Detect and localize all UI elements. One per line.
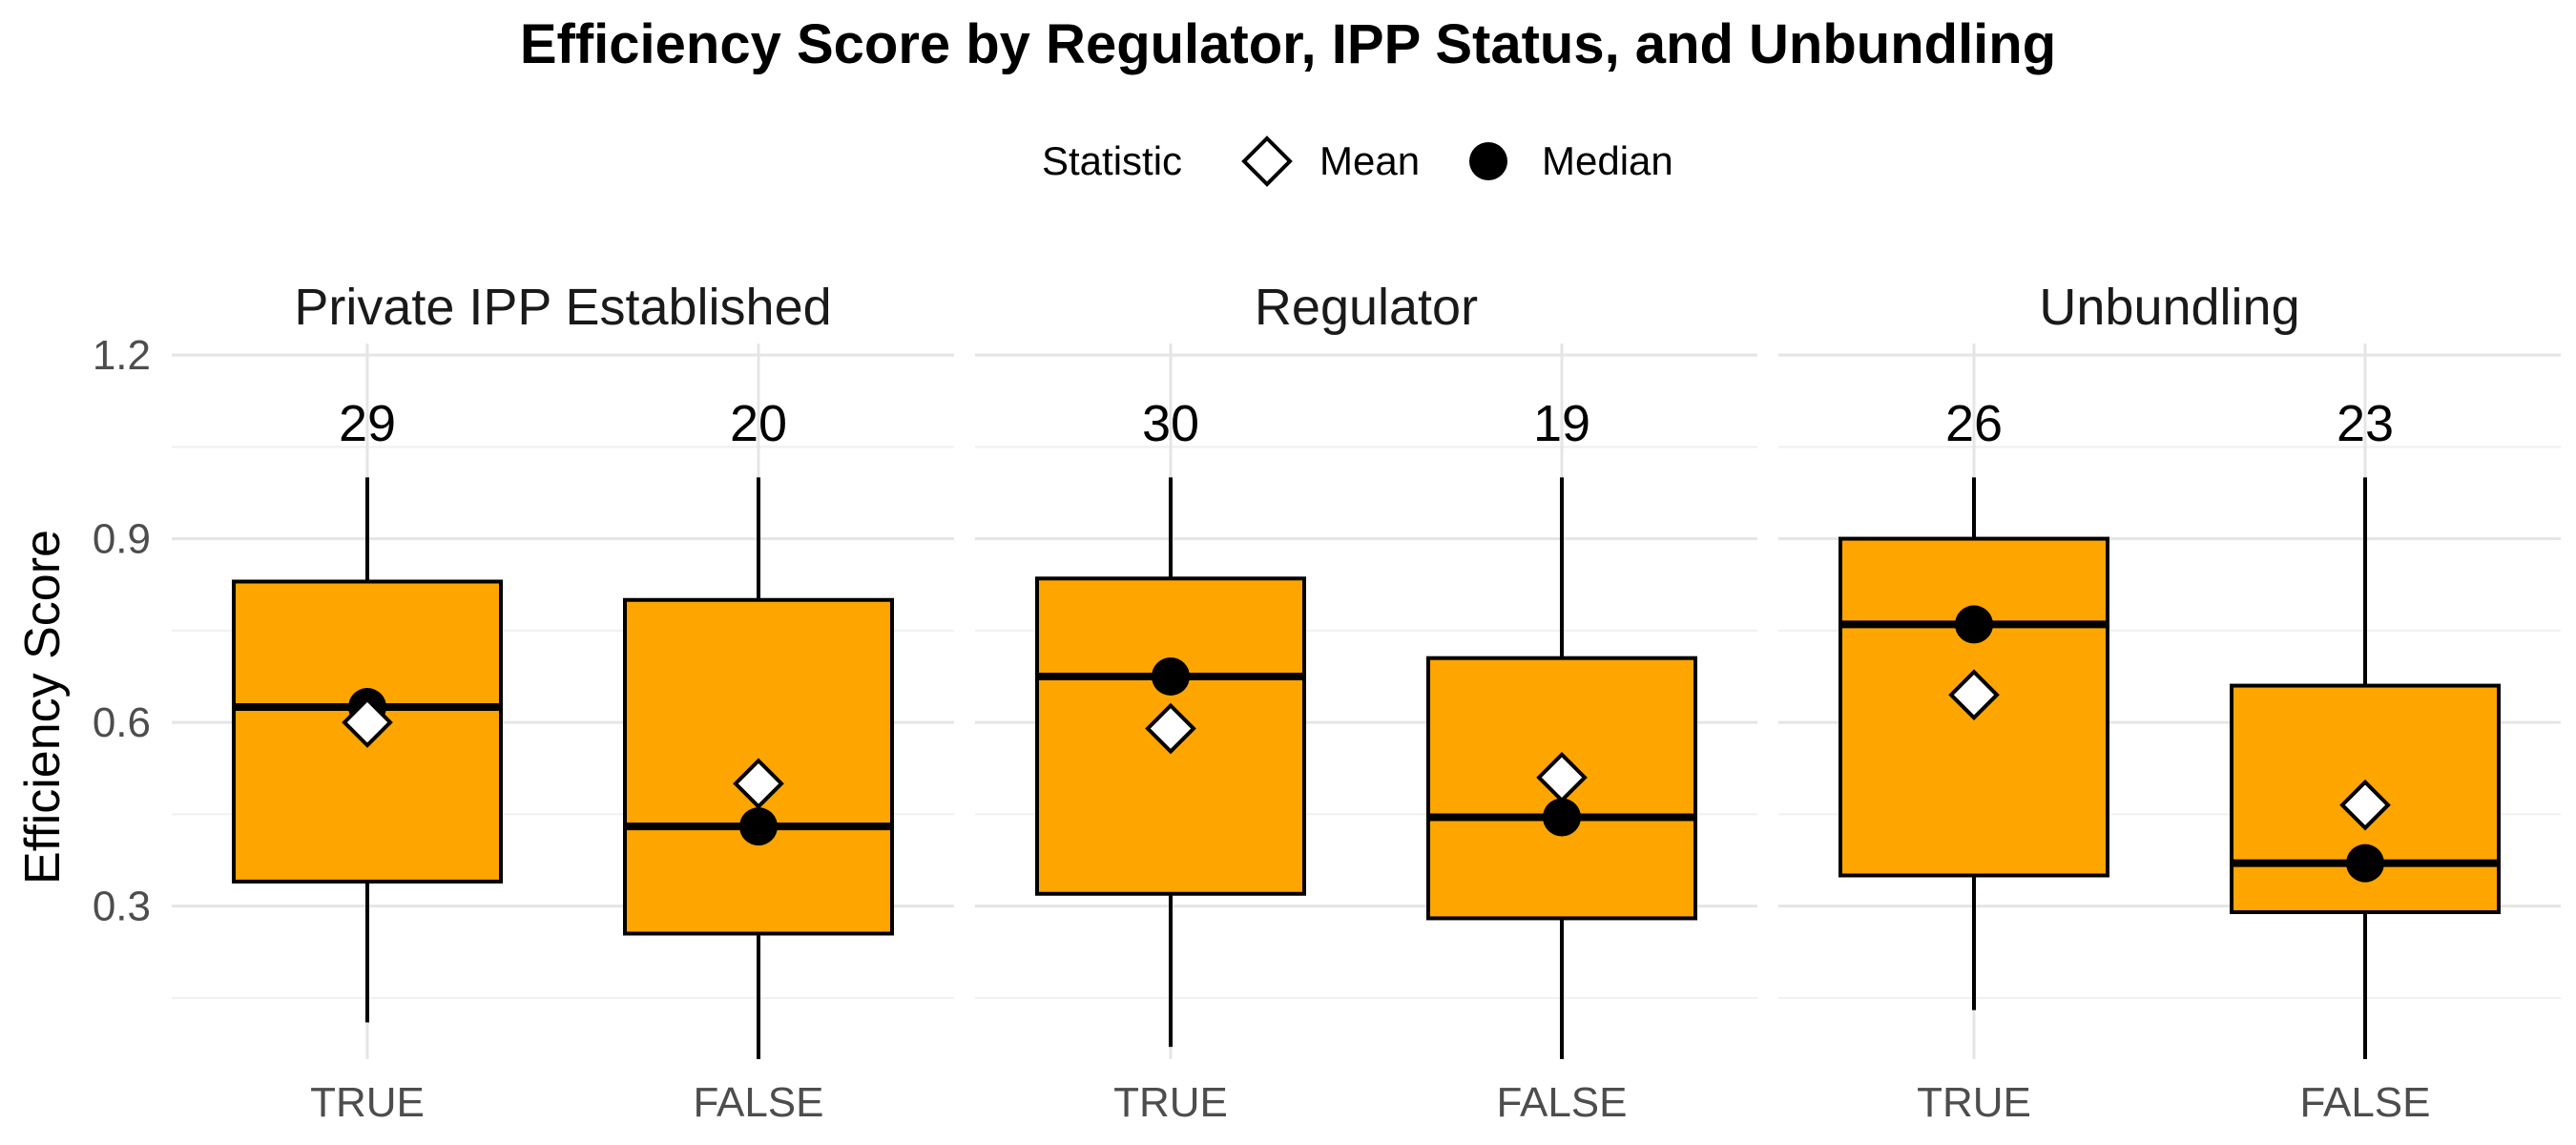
x-tick-label: TRUE (1113, 1079, 1228, 1126)
group-count-label: 20 (730, 395, 787, 452)
facet-panels: 0.3 0.6 0.9 1.2 Private IPP Established 29TRU… (93, 279, 2561, 1126)
mean-diamond (733, 758, 784, 810)
legend-median-label: Median (1542, 138, 1673, 183)
y-tick-label: 0.3 (93, 884, 151, 930)
group-count-label: 23 (2337, 395, 2394, 452)
y-tick-label: 1.2 (93, 332, 151, 379)
y-tick-label: 0.9 (93, 516, 151, 563)
mean-diamond (1145, 702, 1196, 755)
mean-diamond (1948, 669, 2000, 721)
median-point (1543, 798, 1581, 837)
x-tick-label: TRUE (1917, 1079, 2031, 1126)
median-point (1955, 605, 1993, 644)
legend: Statistic Mean Median (1042, 135, 1673, 187)
x-tick-label: TRUE (310, 1079, 425, 1126)
median-point (739, 807, 778, 846)
legend-mean-diamond-icon (1241, 135, 1293, 187)
median-point (1152, 656, 1190, 696)
mean-diamond (342, 697, 393, 748)
group-count-label: 26 (1945, 395, 2003, 452)
legend-mean-label: Mean (1319, 138, 1420, 183)
y-axis-label: Efficiency Score (15, 530, 71, 885)
legend-title: Statistic (1042, 138, 1182, 183)
x-tick-label: FALSE (2300, 1079, 2431, 1126)
facet-strip-title: Private IPP Established (294, 279, 831, 336)
legend-median-circle-icon (1469, 142, 1507, 180)
mean-diamond (1536, 752, 1588, 803)
y-tick-label: 0.6 (93, 699, 151, 746)
facet-strip-title: Unbundling (2039, 279, 2299, 336)
group-count-label: 19 (1533, 395, 1590, 452)
x-tick-label: FALSE (1497, 1079, 1628, 1126)
facet-strip-title: Regulator (1255, 279, 1478, 336)
group-count-label: 29 (339, 395, 396, 452)
group-count-label: 30 (1142, 395, 1199, 452)
x-tick-label: FALSE (694, 1079, 824, 1126)
mean-diamond (2339, 779, 2391, 831)
chart-title: Efficiency Score by Regulator, IPP Statu… (520, 13, 2056, 75)
median-point (2346, 843, 2384, 883)
